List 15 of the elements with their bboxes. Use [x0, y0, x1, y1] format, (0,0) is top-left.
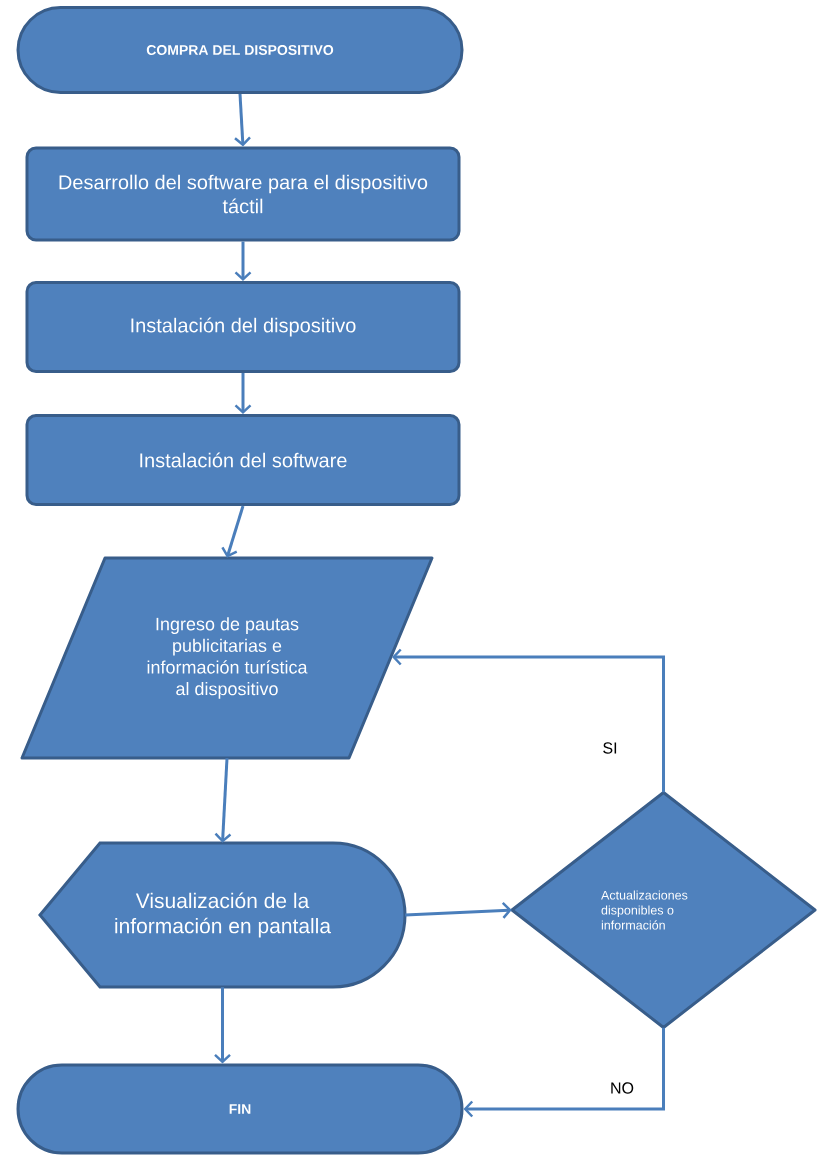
process-box: Instalación del software	[25, 414, 461, 506]
arrow	[463, 1027, 665, 1118]
process-box: Desarrollo del software para el dispositivo táctil	[25, 146, 461, 242]
arrow	[214, 987, 231, 1064]
edge-label: SI	[600, 740, 620, 756]
arrow	[234, 241, 252, 281]
arrow	[234, 373, 252, 414]
arrow	[392, 648, 665, 793]
process-box: Instalación del dispositivo	[25, 281, 461, 373]
arrow	[214, 758, 232, 843]
arrow	[234, 93, 251, 147]
input-parallelogram: Ingreso de pautas publicitarias e información turística al dispositivo	[20, 556, 434, 760]
arrow	[405, 902, 512, 919]
arrow	[221, 505, 245, 558]
edge-label: NO	[608, 1080, 636, 1096]
